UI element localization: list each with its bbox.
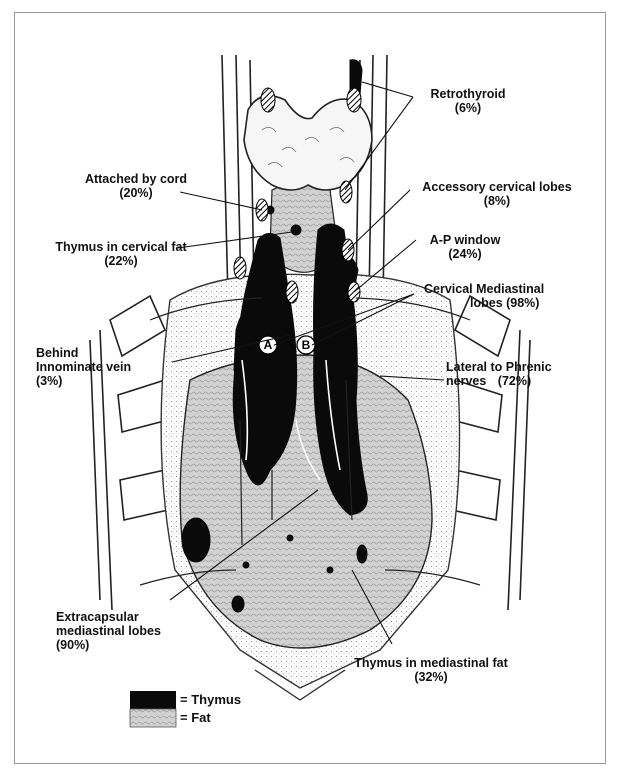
label-thymus-cervical-fat-name: Thymus in cervical fat xyxy=(36,240,206,254)
label-cervical-mediastinal-lobes: Cervical Mediastinal lobes (98%) xyxy=(424,282,574,310)
mediastinal-fat xyxy=(180,355,432,648)
label-ap-window-pct: (24%) xyxy=(410,247,520,261)
label-cervical-mediastinal-pct: lobes (98%) xyxy=(424,296,574,310)
label-ap-window: A-P window (24%) xyxy=(410,233,520,261)
label-lateral-phrenic-line2: nerves xyxy=(446,374,486,388)
label-behind-innominate-line2: Innominate vein xyxy=(36,360,166,374)
label-extracapsular-line2: mediastinal lobes xyxy=(56,624,196,638)
label-behind-innominate-pct: (3%) xyxy=(36,374,166,388)
label-attached-by-cord: Attached by cord (20%) xyxy=(66,172,206,200)
label-thymus-mediastinal-fat-pct: (32%) xyxy=(336,670,526,684)
label-extracapsular-line1: Extracapsular xyxy=(56,610,196,624)
label-retrothyroid-name: Retrothyroid xyxy=(412,87,524,101)
label-attached-by-cord-name: Attached by cord xyxy=(66,172,206,186)
lobe-marker-b-text: B xyxy=(302,338,311,352)
label-lateral-to-phrenic-nerves: Lateral to Phrenic nerves (72%) xyxy=(446,360,586,388)
label-thymus-cervical-fat-pct: (22%) xyxy=(36,254,206,268)
legend-fat-swatch xyxy=(130,709,176,727)
label-ap-window-name: A-P window xyxy=(410,233,520,247)
label-retrothyroid-pct: (6%) xyxy=(412,101,524,115)
label-extracapsular-pct: (90%) xyxy=(56,638,196,652)
label-attached-by-cord-pct: (20%) xyxy=(66,186,206,200)
label-behind-innominate-line1: Behind xyxy=(36,346,166,360)
label-thymus-mediastinal-fat: Thymus in mediastinal fat (32%) xyxy=(336,656,526,684)
label-lateral-phrenic-pct: (72%) xyxy=(498,374,531,388)
label-accessory-cervical-lobes: Accessory cervical lobes (8%) xyxy=(404,180,590,208)
label-extracapsular-mediastinal-lobes: Extracapsular mediastinal lobes (90%) xyxy=(56,610,196,652)
label-thymus-cervical-fat: Thymus in cervical fat (22%) xyxy=(36,240,206,268)
label-accessory-cervical-name: Accessory cervical lobes xyxy=(404,180,590,194)
label-behind-innominate-vein: Behind Innominate vein (3%) xyxy=(36,346,166,388)
label-accessory-cervical-pct: (8%) xyxy=(404,194,590,208)
label-lateral-phrenic-line1: Lateral to Phrenic xyxy=(446,360,586,374)
legend-thymus-label: = Thymus xyxy=(180,692,241,707)
legend-fat-label: = Fat xyxy=(180,710,211,725)
label-cervical-mediastinal-name: Cervical Mediastinal xyxy=(424,282,574,296)
legend-thymus-swatch xyxy=(130,691,176,709)
label-thymus-mediastinal-fat-name: Thymus in mediastinal fat xyxy=(336,656,526,670)
label-retrothyroid: Retrothyroid (6%) xyxy=(412,87,524,115)
